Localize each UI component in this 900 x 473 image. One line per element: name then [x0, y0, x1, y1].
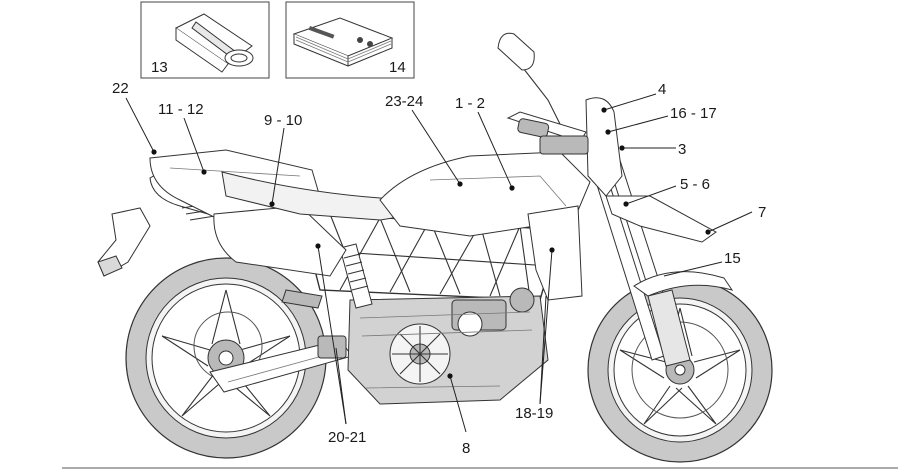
- svg-text:9 - 10: 9 - 10: [264, 112, 302, 129]
- callout-23-24[interactable]: 23-24: [385, 93, 463, 187]
- handlebar-mirror: [497, 32, 589, 155]
- callout-13: 13: [151, 59, 168, 76]
- callout-22[interactable]: 22: [112, 80, 157, 155]
- svg-text:22: 22: [112, 80, 129, 97]
- callout-11-12[interactable]: 11 - 12: [158, 101, 207, 175]
- svg-text:18-19: 18-19: [515, 405, 553, 422]
- front-beak: [605, 195, 717, 243]
- tank-shroud: [527, 205, 583, 301]
- manual-booklet-illustration: [292, 17, 394, 67]
- callout-14: 14: [389, 59, 406, 76]
- callout-16-17[interactable]: 16 - 17: [605, 105, 717, 135]
- callout-5-6[interactable]: 5 - 6: [623, 176, 710, 207]
- motorcycle-illustration: [97, 32, 773, 463]
- footpeg: [281, 289, 323, 309]
- callout-8[interactable]: 8: [447, 373, 470, 457]
- callout-15[interactable]: 15: [663, 250, 741, 277]
- svg-text:1 - 2: 1 - 2: [455, 95, 485, 112]
- headlight-fairing: [585, 97, 623, 197]
- engine: [347, 287, 549, 405]
- svg-text:16 - 17: 16 - 17: [670, 105, 717, 122]
- svg-text:3: 3: [678, 141, 686, 158]
- svg-text:20-21: 20-21: [328, 429, 366, 446]
- inset-box-14[interactable]: 14: [285, 1, 415, 79]
- svg-text:4: 4: [658, 81, 666, 98]
- callout-20-21[interactable]: 20-21: [315, 243, 366, 446]
- front-wheel: [587, 277, 773, 463]
- svg-text:8: 8: [462, 440, 470, 457]
- callout-1-2[interactable]: 1 - 2: [455, 95, 515, 191]
- front-fender: [633, 271, 734, 297]
- svg-text:11 - 12: 11 - 12: [158, 101, 204, 118]
- callout-4[interactable]: 4: [601, 81, 666, 113]
- svg-text:7: 7: [758, 204, 766, 221]
- side-panel: [213, 205, 347, 277]
- callout-9-10[interactable]: 9 - 10: [264, 112, 302, 207]
- svg-text:23-24: 23-24: [385, 93, 423, 110]
- rear-shock: [339, 243, 373, 309]
- svg-text:5 - 6: 5 - 6: [680, 176, 710, 193]
- rear-wheel: [125, 257, 327, 459]
- callout-18-19[interactable]: 18-19: [515, 247, 555, 422]
- strap-part-illustration: [175, 13, 254, 73]
- callout-3[interactable]: 3: [619, 141, 686, 158]
- inset-box-13[interactable]: 13: [140, 1, 270, 79]
- callout-7[interactable]: 7: [705, 204, 766, 235]
- svg-text:15: 15: [724, 250, 741, 267]
